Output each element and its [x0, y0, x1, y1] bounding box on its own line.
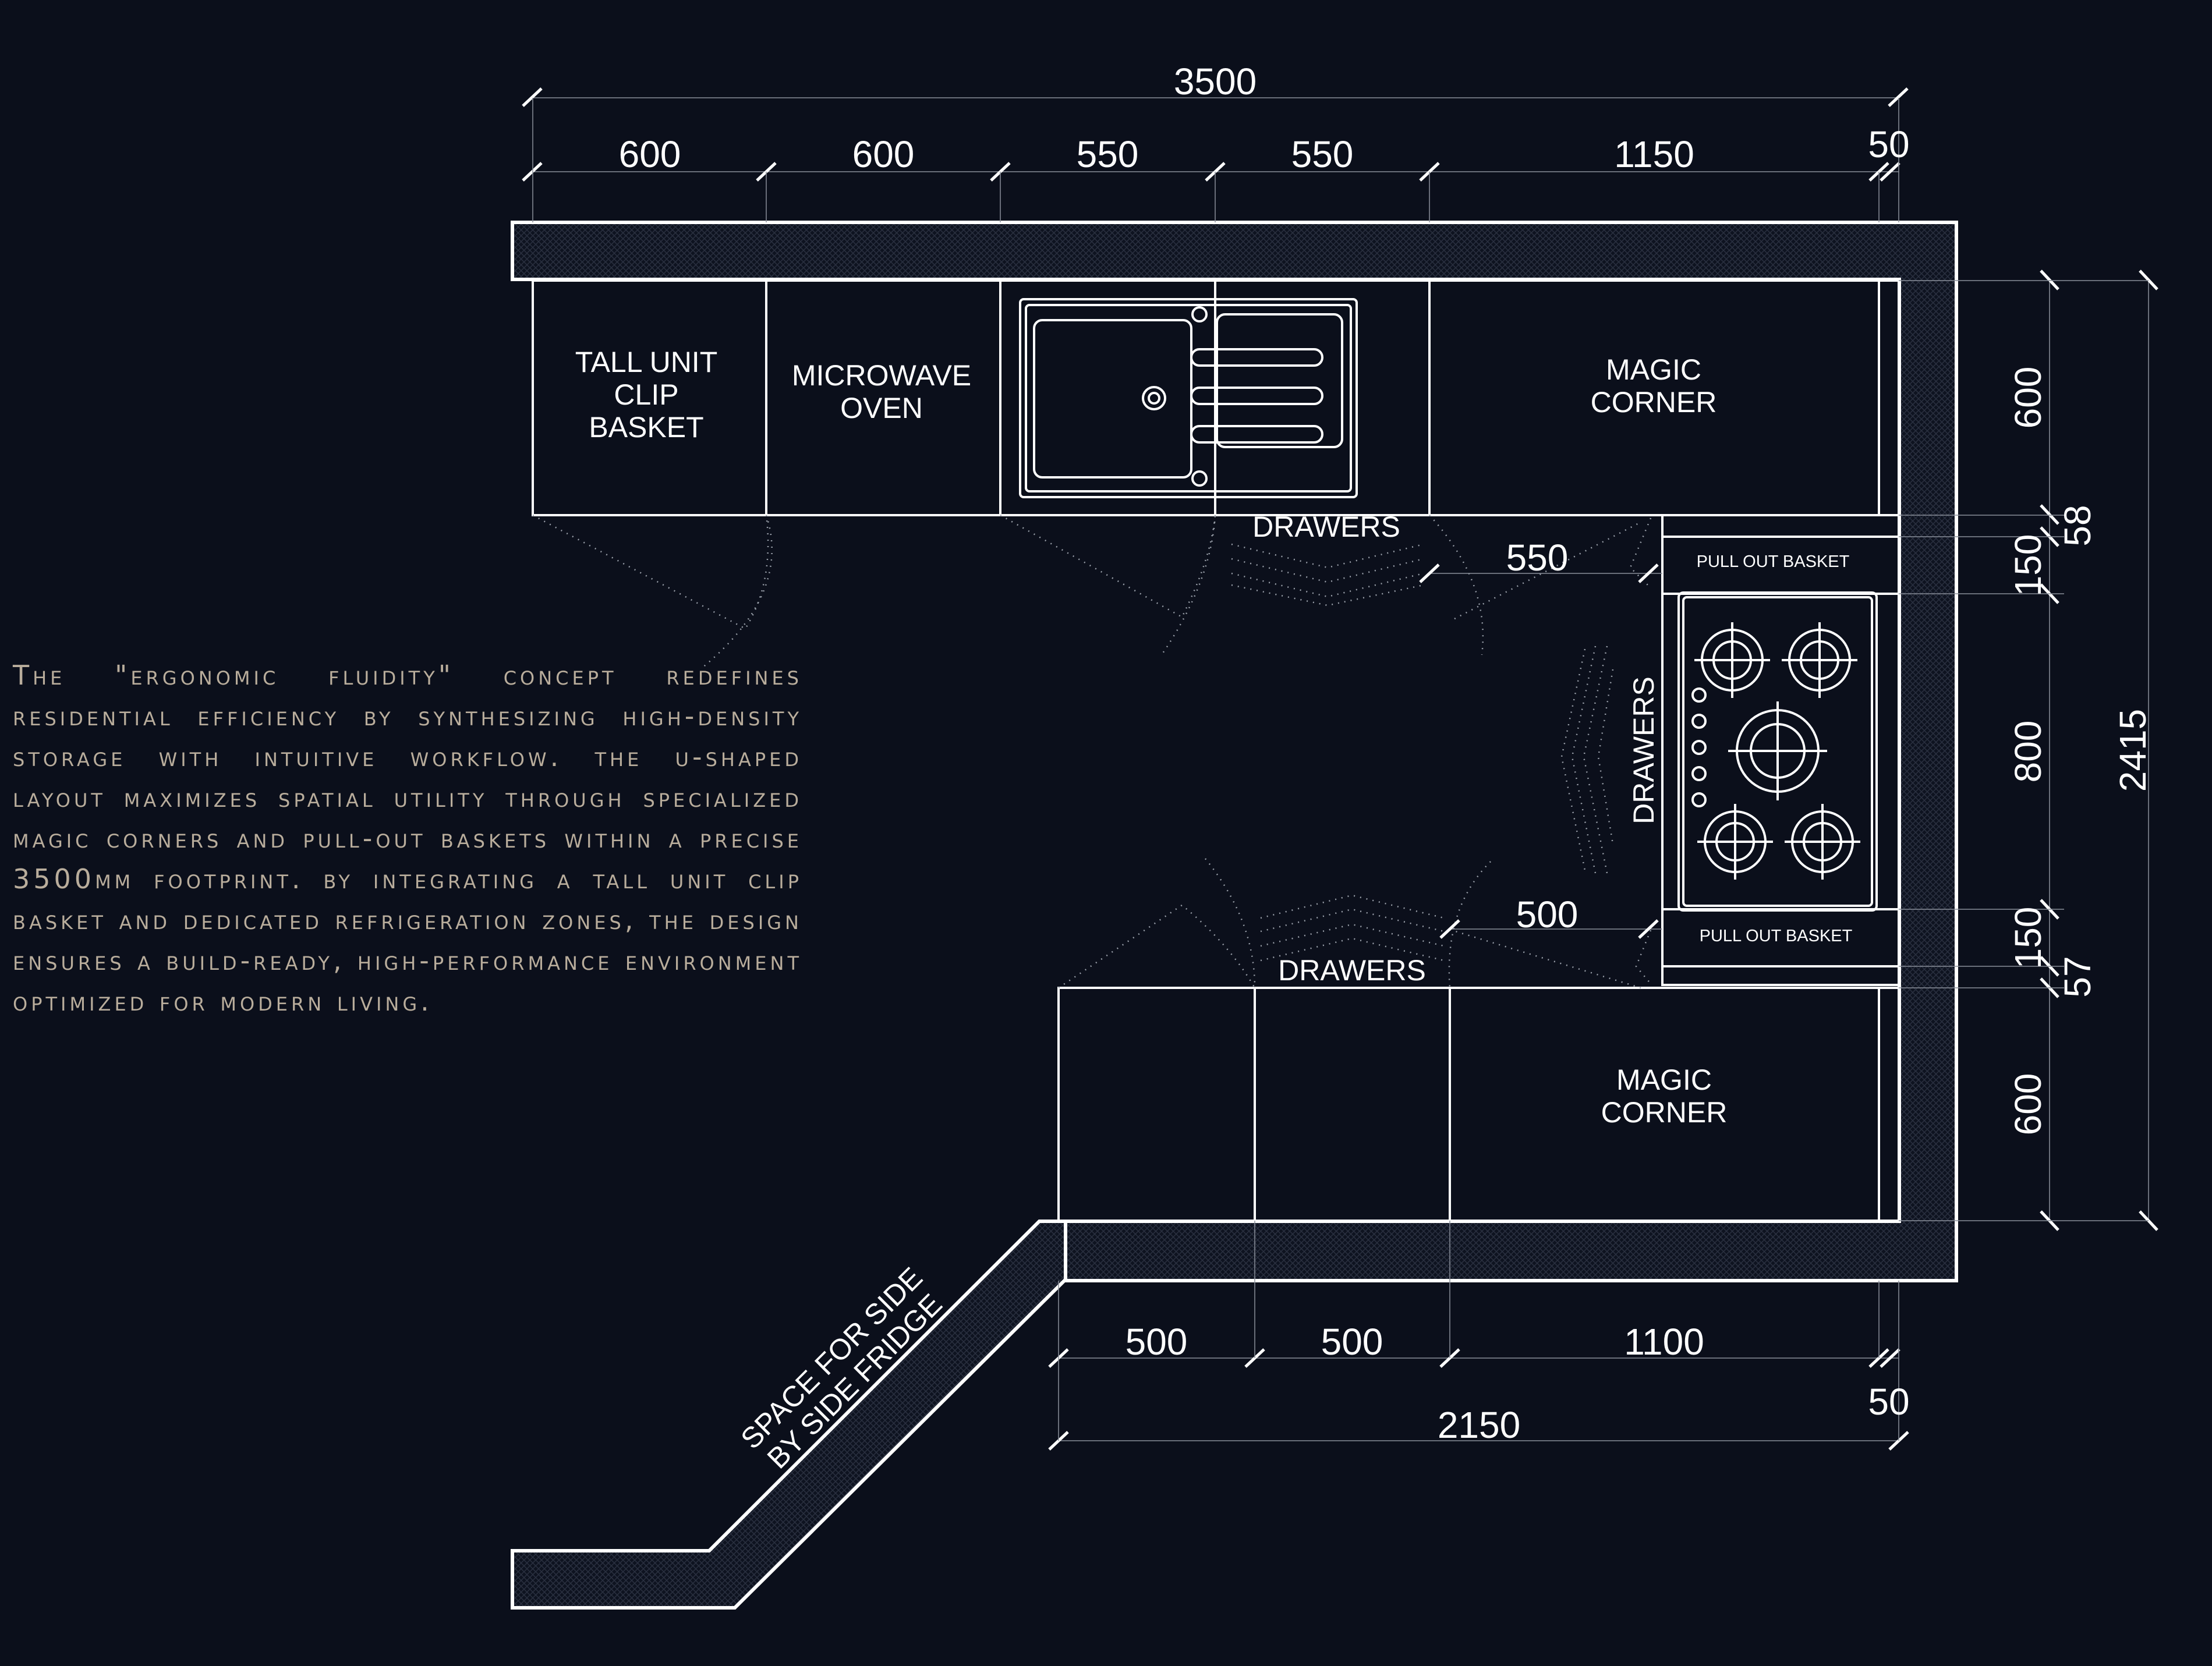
dim-right-1: 600	[2007, 367, 2049, 429]
dim-top-2: 600	[852, 133, 915, 175]
dimension-lines	[522, 87, 2158, 1451]
wall-fridge-diagonal	[511, 1220, 1067, 1610]
dim-top-6: 50	[1868, 123, 1909, 165]
dimension-labels: 3500 600 600 550 550 1150 50 600 58 150 …	[619, 61, 2154, 1446]
sink	[1019, 298, 1358, 498]
dim-top-1: 600	[619, 133, 681, 175]
dim-bottom-4: 50	[1868, 1381, 1909, 1423]
top-counter	[532, 279, 1900, 516]
dim-right-4: 800	[2007, 721, 2049, 783]
gas-hob	[1677, 591, 1878, 912]
dim-top-4: 550	[1291, 133, 1354, 175]
dim-right-7: 600	[2007, 1073, 2049, 1136]
dim-walkway-bottom: 500	[1516, 894, 1579, 935]
dim-bottom-2: 500	[1321, 1321, 1383, 1363]
dim-bottom-3: 1100	[1624, 1321, 1704, 1363]
dim-right-2: 58	[2057, 505, 2098, 546]
dim-top-3: 550	[1077, 133, 1139, 175]
dim-right-6: 57	[2057, 956, 2098, 997]
label-pull-out-basket-top: PULL OUT BASKET	[1697, 552, 1850, 571]
dim-top-total: 3500	[1174, 61, 1257, 102]
dim-walkway-top: 550	[1506, 537, 1569, 579]
dim-right-total: 2415	[2112, 709, 2154, 792]
label-drawers-bottom: DRAWERS	[1278, 954, 1426, 987]
label-drawers-right: DRAWERS	[1627, 676, 1660, 824]
dim-bottom-1: 500	[1126, 1321, 1188, 1363]
concept-description: The "Ergonomic Fluidity" concept redefin…	[13, 660, 802, 1017]
label-pull-out-basket-bottom: PULL OUT BASKET	[1700, 927, 1853, 945]
dim-right-5: 150	[2007, 907, 2049, 969]
door-swings	[532, 514, 1652, 989]
dim-top-5: 1150	[1614, 133, 1694, 175]
dim-bottom-total: 2150	[1438, 1404, 1520, 1446]
bottom-counter	[1057, 987, 1900, 1222]
dim-right-3: 150	[2007, 534, 2049, 597]
label-drawers-top: DRAWERS	[1252, 511, 1400, 543]
